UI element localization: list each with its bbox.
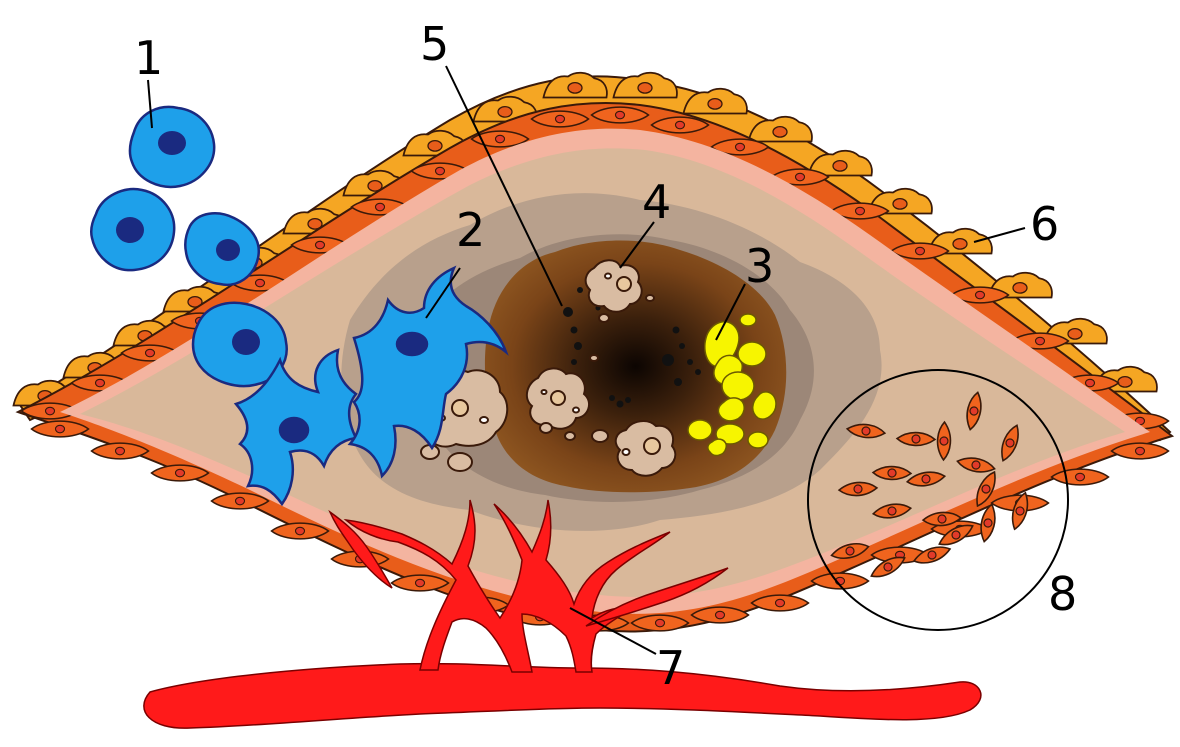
label-1: 1: [134, 31, 163, 85]
round-cell-icon: [91, 189, 174, 270]
label-4: 4: [642, 175, 671, 229]
round-cell-icon: [130, 107, 214, 187]
label-3: 3: [745, 239, 774, 293]
label-2: 2: [456, 203, 485, 257]
label-5: 5: [420, 17, 449, 71]
label-7: 7: [656, 641, 685, 695]
round-cell-icon: [185, 213, 259, 284]
label-8: 8: [1048, 567, 1077, 621]
foamy-cell-icon: [586, 260, 642, 312]
label-6: 6: [1030, 197, 1059, 251]
